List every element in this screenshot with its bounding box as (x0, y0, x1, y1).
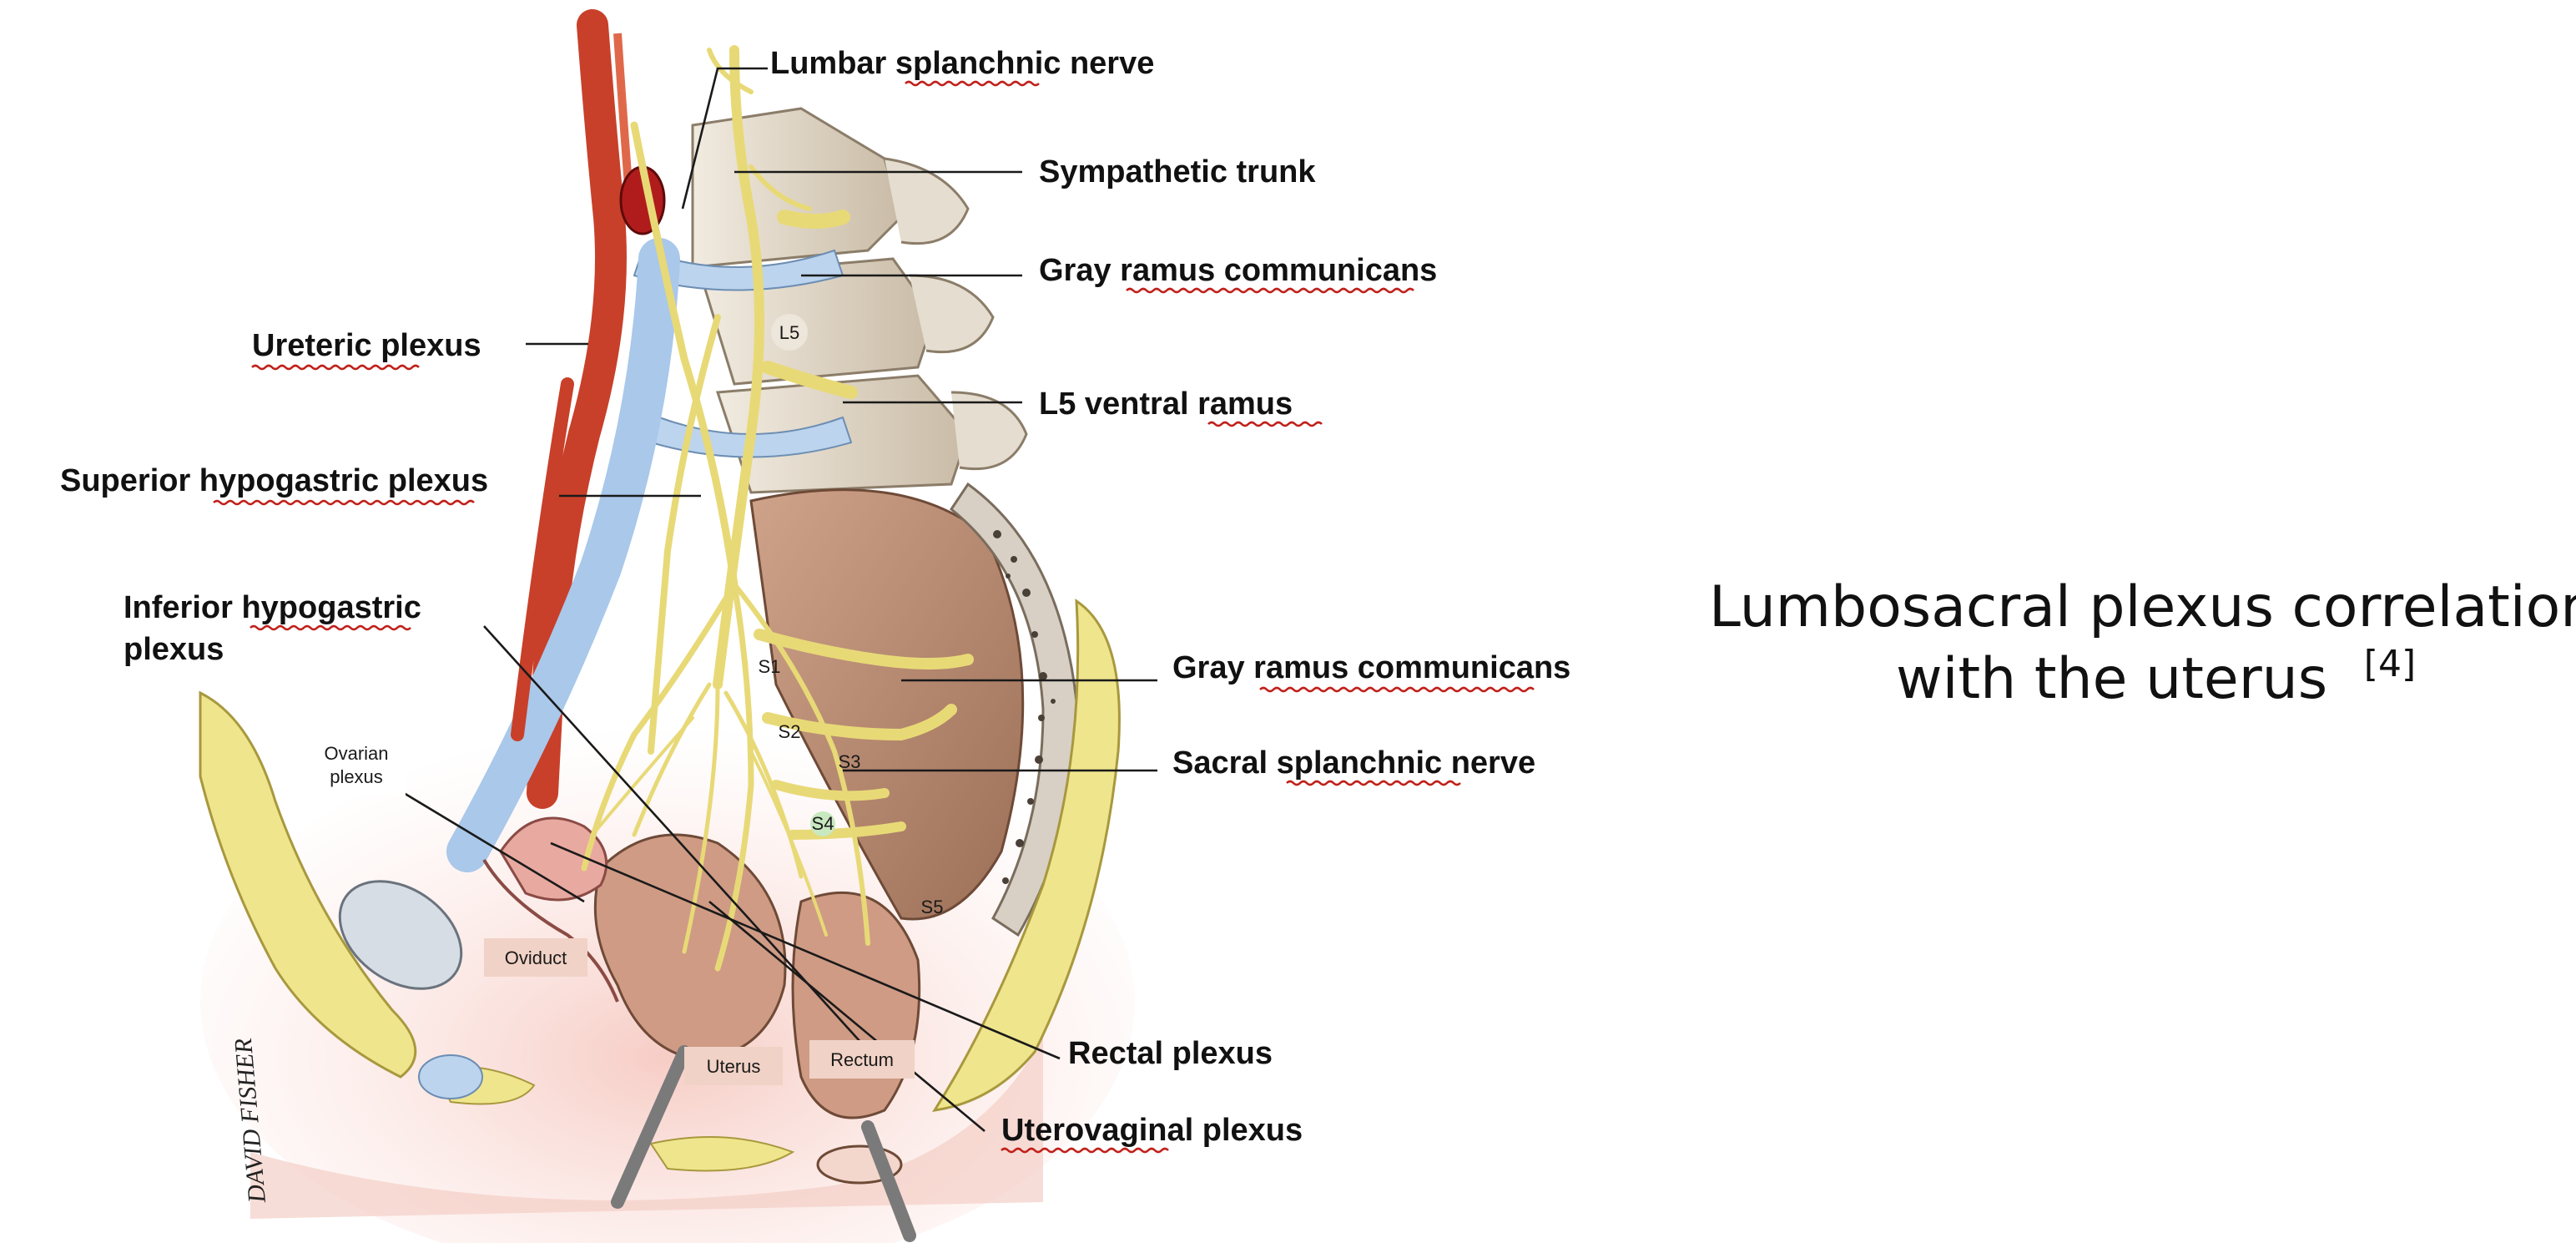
label-ovarian-plexus-line2: plexus (330, 766, 383, 787)
label-uterus: Uterus (707, 1056, 761, 1077)
rectum-shape (793, 892, 920, 1118)
caption-reference: [4] (2364, 643, 2416, 685)
label-inferior-hypogastric-plexus-line2: plexus (124, 632, 224, 667)
label-superior-hypogastric-plexus: Superior hypogastric plexus (60, 463, 488, 498)
caption-line1: Lumbosacral plexus correlation (1709, 574, 2576, 640)
label-s1: S1 (759, 656, 781, 677)
label-gray-ramus-communicans-upper: Gray ramus communicans (1039, 253, 1437, 288)
caption-line2-text: with the uterus (1896, 646, 2327, 712)
pelvis-illustration (200, 25, 1135, 1243)
label-s2: S2 (779, 721, 801, 742)
label-oviduct: Oviduct (505, 947, 567, 968)
label-l5: L5 (779, 322, 799, 343)
label-s4: S4 (812, 813, 834, 834)
label-rectal-plexus: Rectal plexus (1068, 1036, 1273, 1071)
slide-caption: Lumbosacral plexus correlation with the … (1709, 574, 2576, 712)
label-sacral-splanchnic-nerve: Sacral splanchnic nerve (1172, 745, 1535, 781)
label-lumbar-splanchnic-nerve: Lumbar splanchnic nerve (770, 46, 1154, 81)
label-ovarian-plexus-line1: Ovarian (324, 743, 388, 764)
label-s5: S5 (921, 897, 944, 917)
label-rectum: Rectum (830, 1049, 894, 1070)
label-inferior-hypogastric-plexus-line1: Inferior hypogastric (124, 590, 421, 625)
caption-line2: with the uterus [4] (1896, 643, 2416, 712)
label-gray-ramus-communicans-lower: Gray ramus communicans (1172, 650, 1570, 685)
label-ureteric-plexus: Ureteric plexus (252, 328, 481, 363)
label-sympathetic-trunk: Sympathetic trunk (1039, 154, 1316, 189)
label-uterovaginal-plexus: Uterovaginal plexus (1001, 1113, 1303, 1148)
label-s3: S3 (839, 751, 861, 772)
label-l5-ventral-ramus: L5 ventral ramus (1039, 387, 1293, 422)
